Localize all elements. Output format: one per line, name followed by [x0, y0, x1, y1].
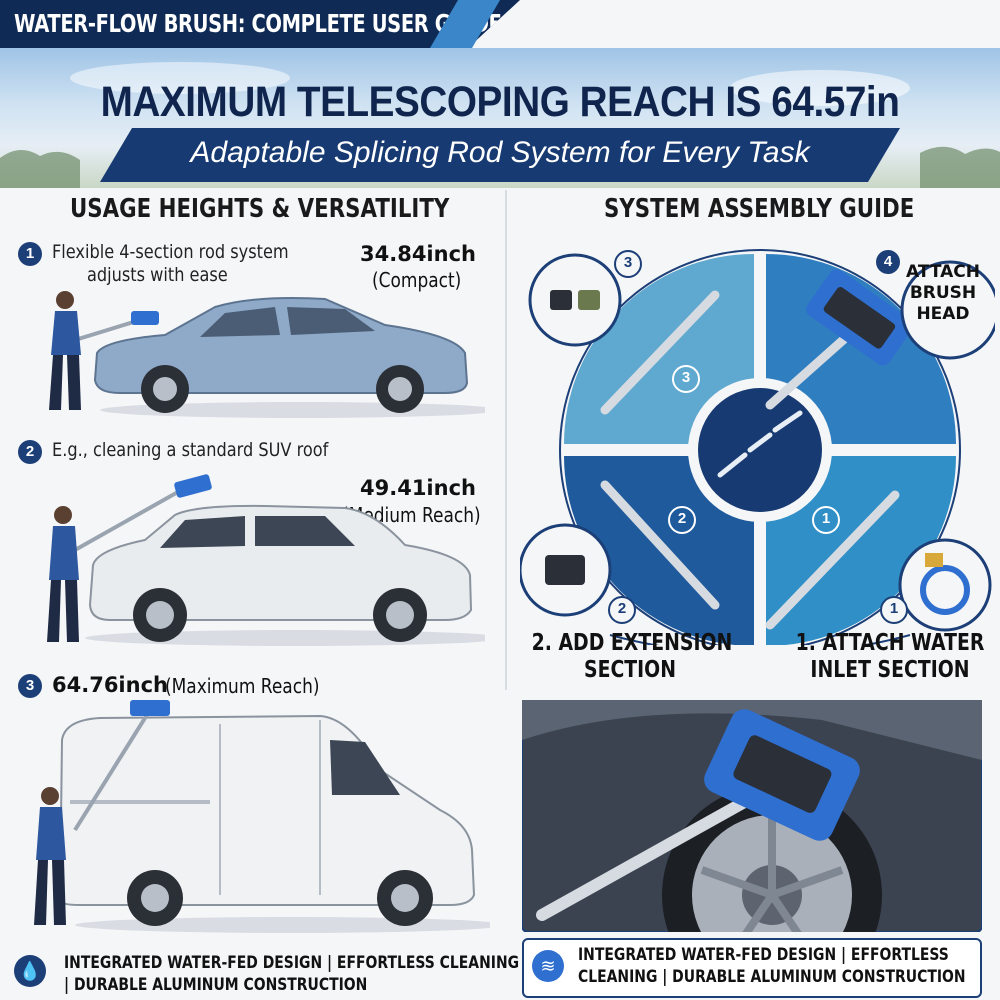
footer-right-line1: INTEGRATED WATER-FED DESIGN | EFFORTLESS — [578, 945, 949, 965]
treeline-decoration — [0, 62, 1000, 188]
attach-brush-head-label: ATTACH BRUSH HEAD — [898, 262, 988, 325]
add-extension-label: 2. ADD EXTENSION SECTION — [531, 630, 733, 684]
hero-subheadline: Adaptable Splicing Rod System for Every … — [190, 136, 810, 169]
wheel-cleaning-photo — [522, 700, 982, 932]
suv-washing-illustration — [47, 474, 485, 646]
assembly-step-1-badge: 1 — [812, 506, 840, 534]
usage-step-3-note: (Maximum Reach) — [165, 674, 320, 698]
assembly-step-4-badge: 4 — [876, 250, 900, 274]
usage-step-3-badge: 3 — [18, 674, 42, 698]
usage-step-1-line1: Flexible 4-section rod system — [52, 241, 289, 263]
subheadline-band — [100, 128, 900, 182]
attach-inlet-label: 1. ATTACH WATER INLET SECTION — [792, 630, 989, 684]
footer-right-line2: CLEANING | DURABLE ALUMINUM CONSTRUCTION — [578, 967, 966, 987]
footer-right-box — [522, 938, 982, 998]
attach-brush-head-line1: ATTACH — [906, 262, 980, 282]
footer-left-text: INTEGRATED WATER-FED DESIGN | EFFORTLESS… — [64, 952, 519, 996]
usage-step-2-height: 49.41inch — [360, 476, 476, 500]
usage-step-1-note: (Compact) — [372, 268, 462, 292]
usage-step-1-height: 34.84inch — [360, 242, 476, 266]
add-extension-line1: 2. ADD EXTENSION — [531, 630, 733, 656]
attach-inlet-line2: INLET SECTION — [810, 657, 970, 683]
usage-step-2-badge: 2 — [18, 440, 42, 464]
add-extension-line2: SECTION — [583, 657, 677, 683]
usage-step-1-badge: 1 — [18, 242, 42, 266]
assembly-section-title: SYSTEM ASSEMBLY GUIDE — [604, 194, 915, 224]
water-drop-icon: 💧 — [14, 955, 46, 987]
usage-step-3-height: 64.76inch — [52, 673, 168, 697]
usage-step-1-line2: adjusts with ease — [87, 264, 228, 286]
assembly-step-1-outer-badge: 1 — [880, 596, 908, 624]
top-banner: WATER-FLOW BRUSH: COMPLETE USER GUIDE — [0, 0, 520, 48]
attach-brush-head-line3: HEAD — [916, 304, 970, 324]
water-wave-icon: ≋ — [532, 950, 564, 982]
assembly-step-3-badge: 3 — [672, 365, 700, 393]
sedan-washing-illustration — [49, 291, 485, 418]
attach-inlet-line1: 1. ATTACH WATER — [795, 630, 985, 656]
assembly-step-3-outer-badge: 3 — [614, 250, 642, 278]
hero-headline: MAXIMUM TELESCOPING REACH IS 64.57in — [100, 78, 900, 126]
banner-title: WATER-FLOW BRUSH: COMPLETE USER GUIDE — [14, 9, 502, 38]
van-washing-illustration — [34, 700, 490, 933]
footer-left-line2: | DURABLE ALUMINUM CONSTRUCTION — [64, 975, 368, 995]
usage-step-2-text: E.g., cleaning a standard SUV roof — [52, 439, 329, 461]
assembly-cycle-diagram — [520, 249, 995, 645]
column-divider — [505, 190, 507, 690]
footer-left-line1: INTEGRATED WATER-FED DESIGN | EFFORTLESS… — [64, 953, 520, 973]
footer-right-text: INTEGRATED WATER-FED DESIGN | EFFORTLESS… — [578, 944, 966, 988]
assembly-step-2-outer-badge: 2 — [608, 596, 636, 624]
usage-section-title: USAGE HEIGHTS & VERSATILITY — [70, 194, 450, 224]
assembly-step-2-badge: 2 — [668, 506, 696, 534]
attach-brush-head-line2: BRUSH — [909, 283, 977, 303]
